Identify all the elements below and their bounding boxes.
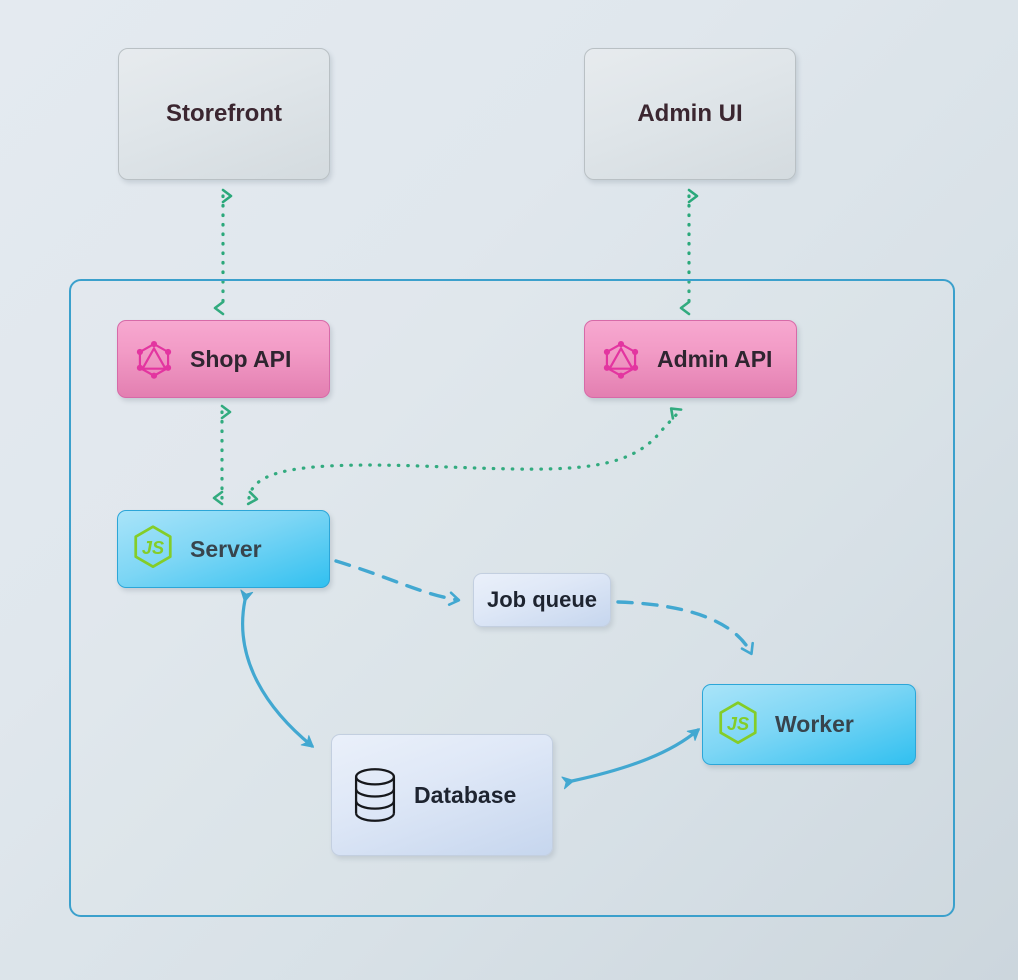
database-cylinder-icon [354, 768, 396, 822]
node-admin-ui[interactable]: Admin UI [584, 48, 796, 180]
node-storefront-label: Storefront [166, 100, 282, 127]
node-shop-api-label: Shop API [190, 345, 292, 372]
node-database[interactable]: Database [331, 734, 553, 856]
graphql-icon [136, 340, 172, 379]
node-worker-label: Worker [775, 711, 854, 737]
node-admin-ui-label: Admin UI [637, 100, 743, 127]
node-admin-api-label: Admin API [657, 345, 773, 372]
node-job-queue[interactable]: Job queue [473, 573, 611, 627]
svg-text:JS: JS [727, 714, 749, 734]
node-job-queue-label: Job queue [486, 587, 597, 612]
node-server[interactable]: JS Server [117, 510, 330, 588]
nodejs-icon: JS [719, 700, 757, 744]
node-server-label: Server [190, 535, 262, 562]
node-database-label: Database [414, 781, 517, 808]
node-shop-api[interactable]: Shop API [117, 320, 330, 398]
nodejs-icon: JS [134, 525, 172, 569]
svg-text:JS: JS [142, 538, 164, 558]
node-storefront[interactable]: Storefront [118, 48, 330, 180]
graphql-icon [603, 340, 639, 379]
node-worker[interactable]: JS Worker [702, 684, 916, 765]
node-admin-api[interactable]: Admin API [584, 320, 797, 398]
